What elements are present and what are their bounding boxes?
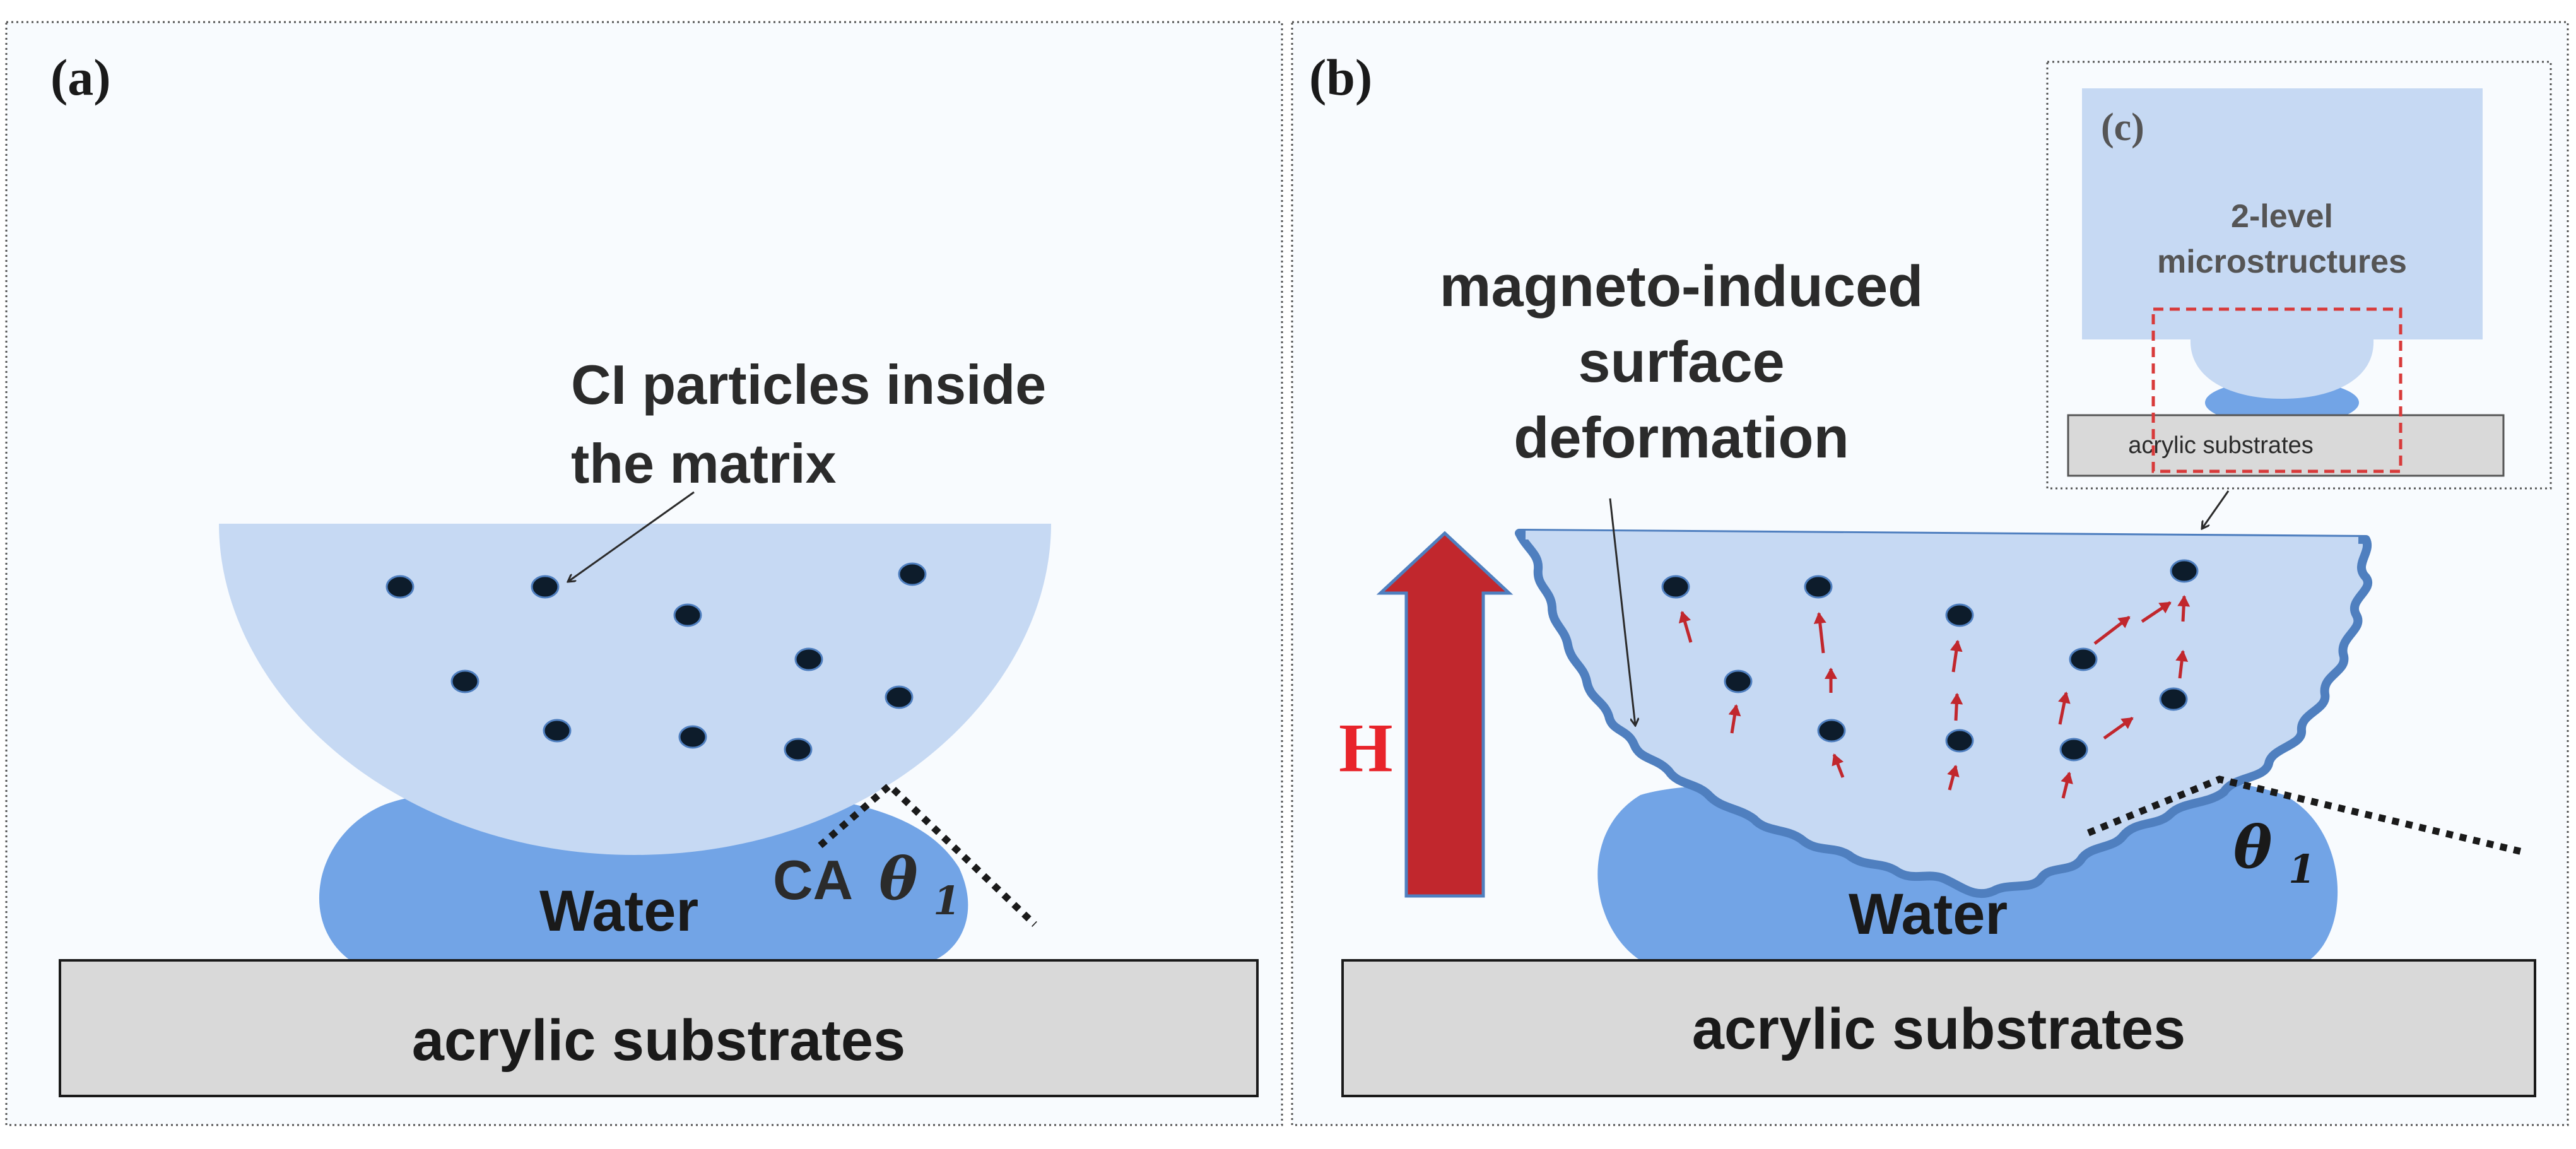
force-arrow <box>2141 601 2172 623</box>
annotation-b-line3: deformation <box>1514 406 1849 470</box>
water-drop-a <box>319 789 968 960</box>
particle <box>2159 687 2188 711</box>
substrate-b <box>1341 959 2536 1097</box>
particle <box>450 669 479 693</box>
force-arrow <box>2103 716 2134 740</box>
particles-b <box>1661 559 2199 762</box>
particle <box>1661 575 1690 599</box>
force-arrow <box>1813 612 1826 654</box>
particle <box>678 725 707 749</box>
angle-label-b: θ 1 <box>2233 813 2315 892</box>
zoom-highlight-box <box>2151 307 2403 473</box>
substrate-c <box>2067 414 2505 477</box>
force-arrow <box>2093 616 2131 645</box>
panel-a: (a) CI particles inside the matrix Water <box>5 21 1283 1126</box>
particle <box>1804 575 1833 599</box>
substrate-label-c: acrylic substrates <box>2128 432 2314 459</box>
particle <box>885 685 914 709</box>
substrate-a <box>59 959 1259 1097</box>
contact-angle-label-a: CA θ 1 <box>773 845 960 924</box>
theta-symbol: θ <box>879 845 917 913</box>
matrix-b-top-edge <box>1525 531 2359 546</box>
inset-title-line2: microstructures <box>2157 244 2407 280</box>
particle <box>673 603 702 627</box>
particle <box>898 562 927 586</box>
force-arrow <box>1728 704 1741 734</box>
force-arrow <box>1947 765 1960 791</box>
particle <box>1945 603 1974 627</box>
field-label: H <box>1339 709 1393 786</box>
inset-title-line1: 2-level <box>2231 198 2333 235</box>
annotation-b-line2: surface <box>1578 330 1784 394</box>
particle <box>543 719 572 743</box>
particle <box>385 575 415 599</box>
up-arrow-icon <box>1376 531 1514 898</box>
substrate-label-b: acrylic substrates <box>1692 997 2185 1061</box>
substrate-label-a: acrylic substrates <box>412 1008 905 1073</box>
contact-angle-prefix: CA <box>773 849 852 911</box>
particle <box>1817 719 1846 743</box>
annotation-a-line2: the matrix <box>571 432 837 495</box>
particle <box>531 575 560 599</box>
particle <box>794 647 823 671</box>
water-label-b: Water <box>1849 882 2008 946</box>
force-arrow <box>1950 693 1963 721</box>
force-arrow <box>1678 611 1693 643</box>
force-arrow <box>2175 650 2189 679</box>
particle <box>1724 669 1753 693</box>
panel-a-label: (a) <box>50 49 111 106</box>
particle <box>2170 559 2199 583</box>
particle <box>1945 729 1974 753</box>
particle <box>784 738 813 762</box>
force-arrow <box>1832 753 1845 778</box>
annotation-a-pointer <box>568 491 695 582</box>
matrix-a <box>219 524 1051 855</box>
force-arrow <box>2177 595 2191 622</box>
particle <box>2069 647 2098 671</box>
force-arrow <box>2061 772 2073 799</box>
annotation-b-line1: magneto-induced <box>1440 254 1924 319</box>
force-arrow <box>1950 640 1963 673</box>
particle <box>2059 738 2088 762</box>
contact-angle-tangent-a <box>818 781 1037 927</box>
panel-c-inset: (c) 2-level microstructures acrylic subs… <box>2046 61 2552 490</box>
inset-pointer <box>2202 490 2230 529</box>
annotation-a-line1: CI particles inside <box>571 353 1046 416</box>
magnetization-arrows <box>1678 595 2191 799</box>
annotation-b-pointer <box>1609 498 1635 726</box>
force-arrow <box>2058 692 2071 725</box>
panel-b-label: (b) <box>1309 49 1372 106</box>
theta-subscript: 1 <box>933 878 960 924</box>
matrix-c <box>2082 88 2483 399</box>
theta-symbol: θ <box>2233 813 2272 881</box>
particles-a <box>385 562 927 762</box>
panel-b: (b) H <box>1291 21 2569 1126</box>
theta-subscript: 1 <box>2288 846 2315 892</box>
water-label-a: Water <box>539 879 698 943</box>
panel-c-label: (c) <box>2101 106 2144 149</box>
contact-angle-tangent-b <box>2086 775 2524 856</box>
